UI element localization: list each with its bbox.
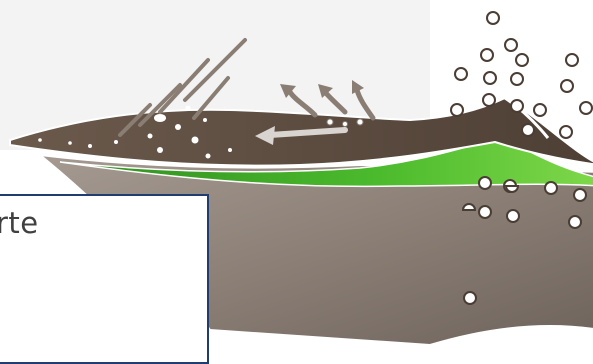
label-text: rte bbox=[0, 206, 39, 240]
label-box: rte bbox=[0, 194, 209, 364]
